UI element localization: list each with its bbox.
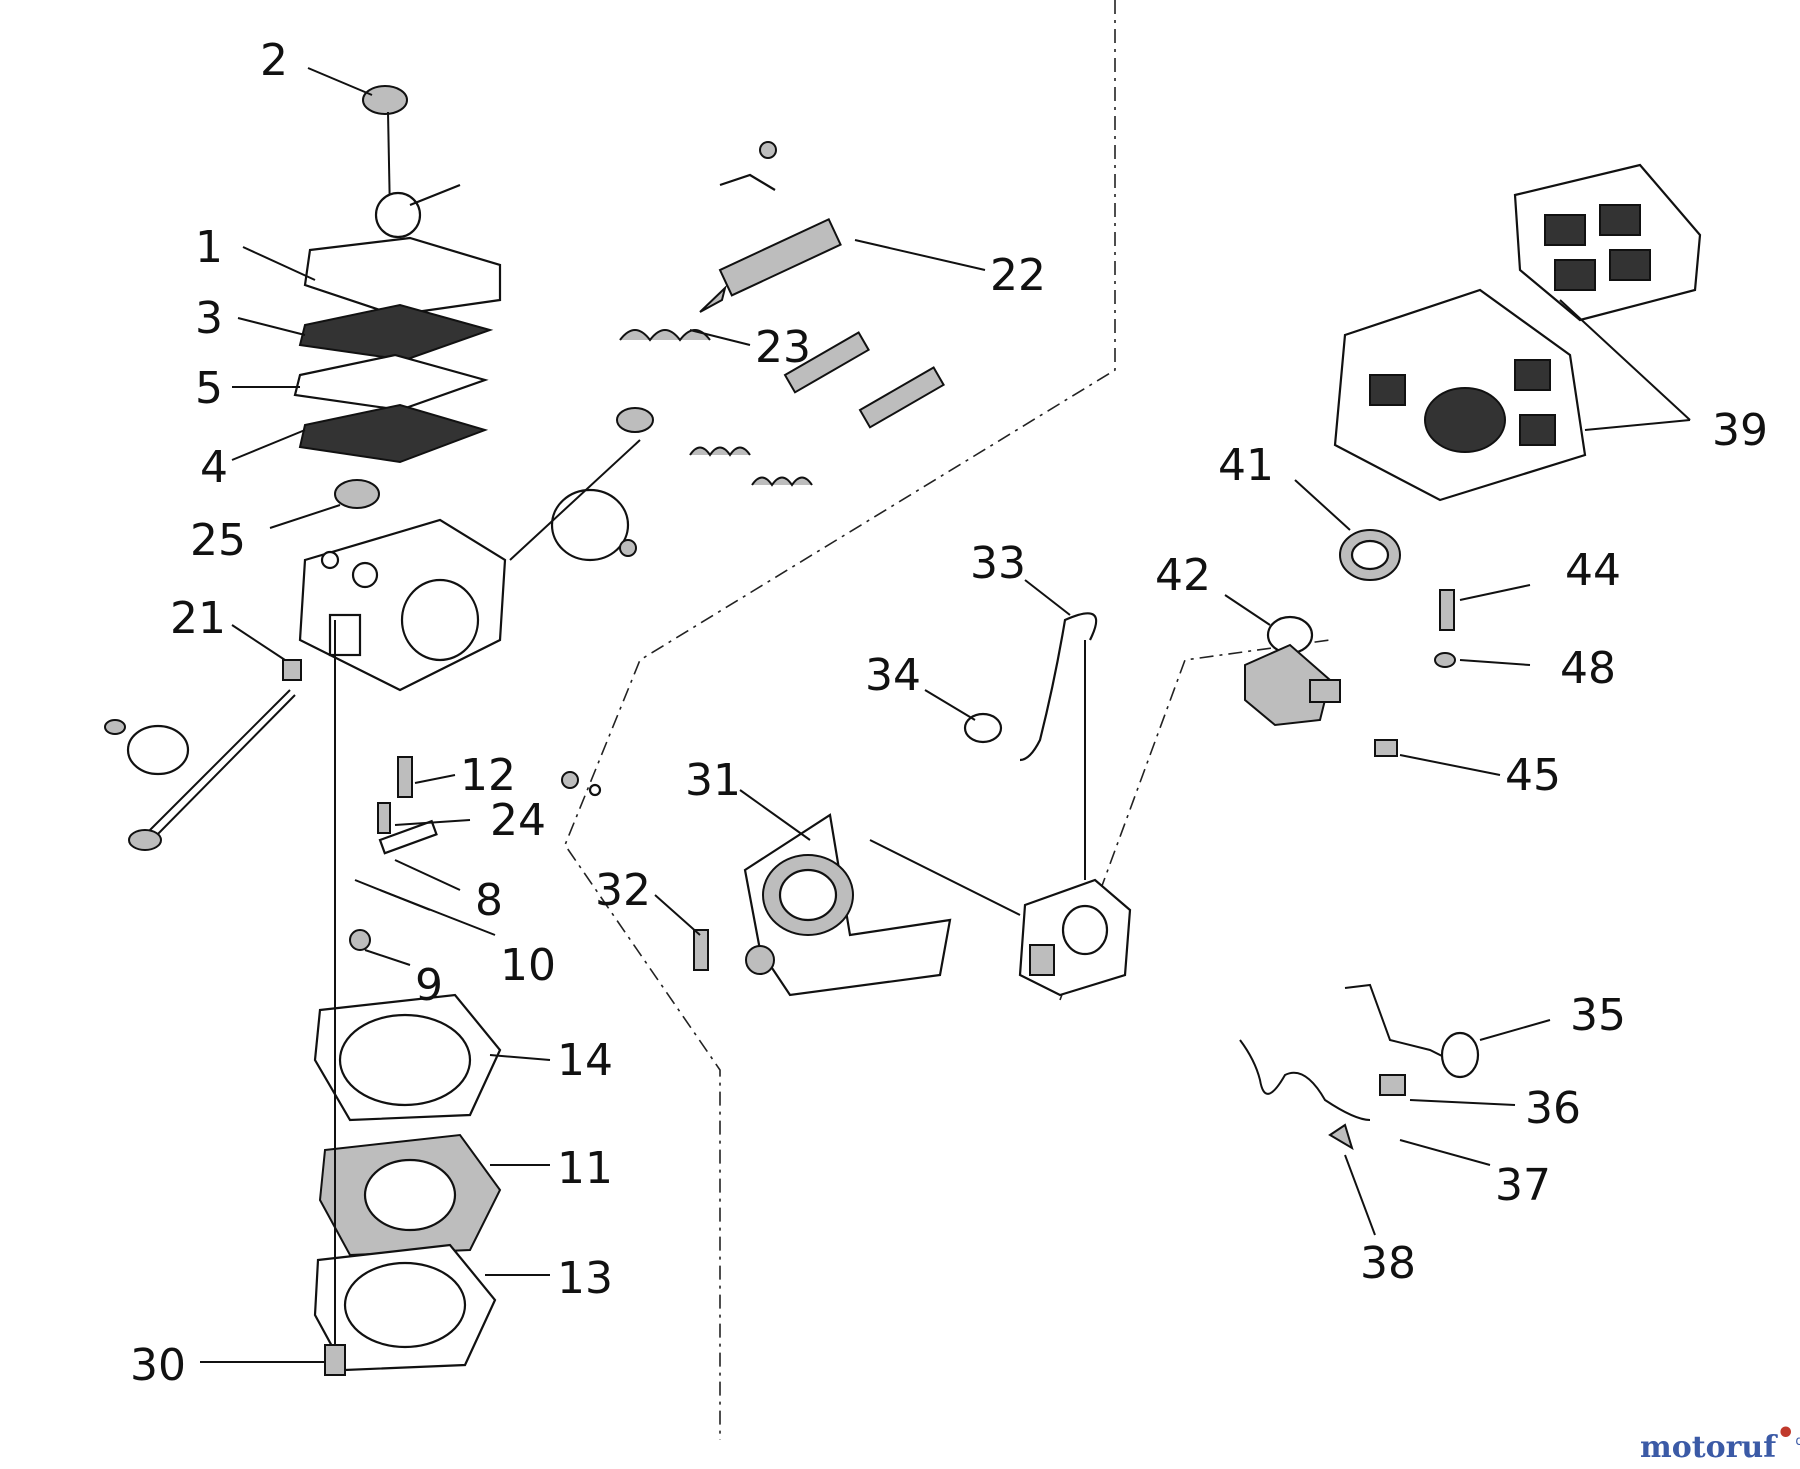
lever-parts [349,756,602,951]
throttle-shaft [104,659,302,851]
callout-3: 3 [195,293,223,344]
svg-text:motoruf•de: motoruf•de [1640,1416,1800,1465]
callout-30: 30 [130,1340,186,1391]
callout-41: 41 [1218,440,1274,491]
callout-9: 9 [415,960,443,1011]
separator-lines [564,0,1331,1440]
callout-11: 11 [557,1143,613,1194]
callout-23: 23 [755,322,811,373]
callout-8: 8 [475,875,503,926]
bottom-gaskets [313,620,502,1376]
callout-12: 12 [460,750,516,801]
filter-adapter [1244,529,1456,757]
callout-4: 4 [200,442,228,493]
callout-34: 34 [865,650,921,701]
callout-39: 39 [1712,405,1768,456]
needles-and-springs [509,141,945,562]
callout-25: 25 [190,515,246,566]
carburetor-assembled [869,839,1132,997]
intake-manifold [693,813,952,997]
callout-44: 44 [1565,545,1621,596]
fuel-hose [963,612,1098,880]
callout-5: 5 [195,363,223,414]
carburetor-body [298,518,507,692]
callout-24: 24 [490,795,546,846]
callout-35: 35 [1570,990,1626,1041]
callout-labels: 2 1 3 5 4 25 21 22 23 12 24 8 10 9 14 11… [130,35,1768,1391]
callout-33: 33 [970,538,1026,589]
callout-38: 38 [1360,1238,1416,1289]
callout-45: 45 [1505,750,1561,801]
callout-32: 32 [595,865,651,916]
carburetor-top-stack [293,85,502,509]
watermark-logo: motoruf•de [1640,1416,1800,1465]
callout-31: 31 [685,755,741,806]
callout-48: 48 [1560,643,1616,694]
callout-10: 10 [500,940,556,991]
callout-2: 2 [260,35,288,86]
leader-lines [200,67,1691,1363]
callout-36: 36 [1525,1083,1581,1134]
callout-42: 42 [1155,550,1211,601]
callout-14: 14 [557,1035,613,1086]
callout-37: 37 [1495,1160,1551,1211]
callout-22: 22 [990,250,1046,301]
callout-21: 21 [170,593,226,644]
air-filter [1333,163,1702,502]
callout-13: 13 [557,1253,613,1304]
choke-parts [1239,983,1480,1151]
callout-1: 1 [195,222,223,273]
